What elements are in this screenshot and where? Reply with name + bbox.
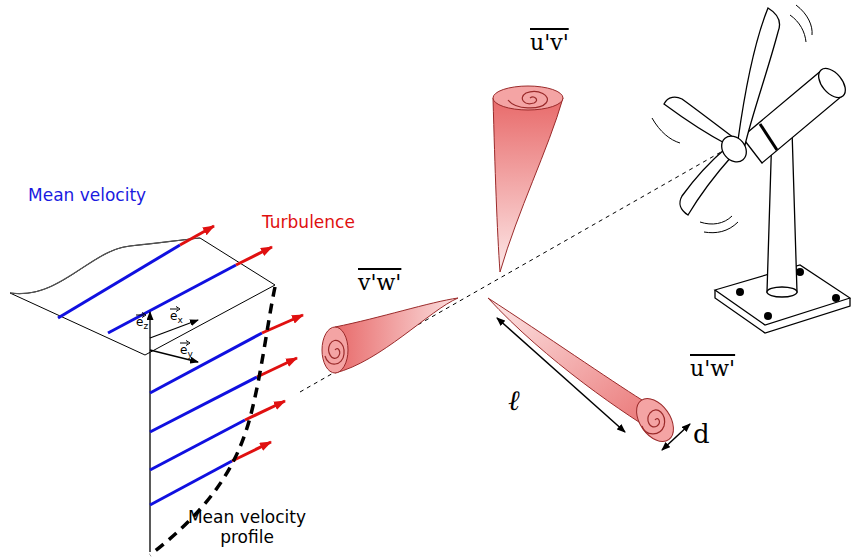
dimension-label: d [693, 420, 710, 450]
vector-arrow [170, 306, 180, 312]
axis-label: ez [136, 316, 148, 331]
stress-label: v'w' [358, 270, 401, 295]
vector-arrow [180, 340, 190, 346]
axis-label: ex [170, 310, 183, 325]
profile-label: Mean velocity profile [178, 508, 316, 547]
dimension-label: ℓ [508, 385, 520, 417]
legend-text: Turbulence [262, 213, 355, 233]
vector-arrow [136, 312, 146, 318]
stress-label: u'v' [530, 30, 569, 55]
axis-label: ey [180, 344, 193, 359]
stress-label: u'w' [690, 356, 735, 381]
legend-text: Mean velocity [28, 186, 146, 206]
